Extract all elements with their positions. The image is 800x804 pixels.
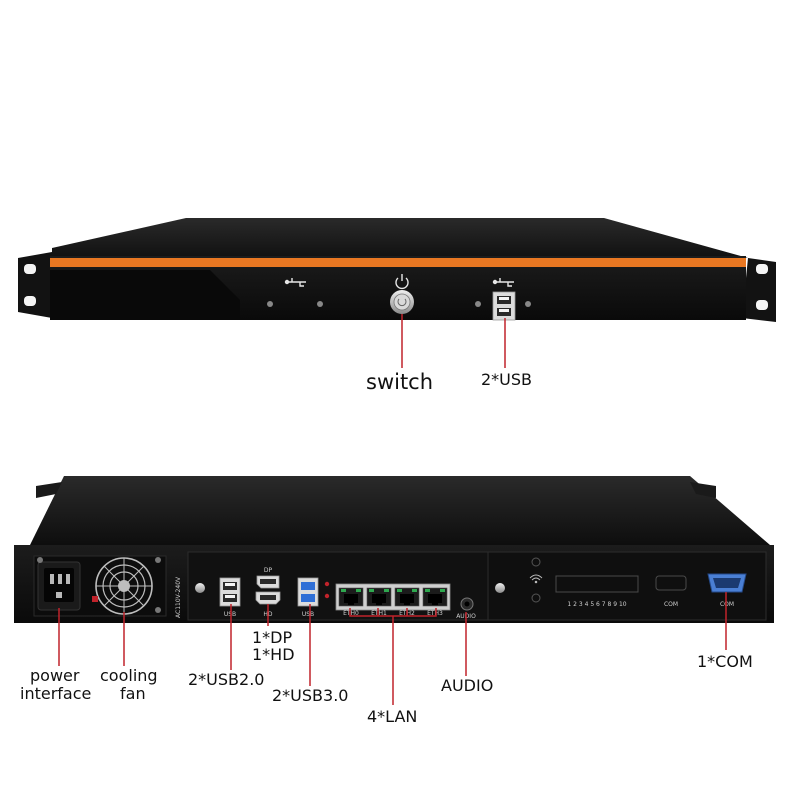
antenna-hole	[531, 593, 541, 603]
rear-callout-lines	[58, 592, 727, 705]
rear-usb2-port-stack[interactable]	[219, 577, 241, 607]
cooling-fan-grille	[92, 557, 153, 615]
front-left-bezel	[50, 270, 240, 320]
rear-usb3-port-stack[interactable]	[297, 577, 319, 607]
front-callout-lines	[401, 314, 506, 368]
rear-chassis: AC110V-240V USB DP HD USB	[14, 476, 774, 623]
blank-com-cutout	[655, 575, 687, 591]
usb-callout-label: 2*USB	[481, 370, 533, 389]
blank-com-print: COM	[664, 601, 678, 608]
rear-top-surface	[30, 476, 770, 545]
front-accent-stripe	[50, 258, 746, 267]
dp-port-print: DP	[264, 567, 273, 574]
ethernet-port-0[interactable]	[338, 587, 364, 607]
displayport-port[interactable]	[256, 575, 280, 589]
ethernet-port-3[interactable]	[422, 587, 448, 607]
rear-screw	[37, 557, 43, 563]
hdmi-port[interactable]	[255, 591, 281, 605]
front-ear-slot-left-bottom	[24, 296, 36, 306]
power-switch[interactable]	[390, 290, 414, 314]
eth-port-print: ETH3	[427, 610, 443, 617]
hd-callout-label: 1*HD	[252, 645, 295, 664]
ethernet-port-2[interactable]	[394, 587, 420, 607]
power-icon	[395, 274, 409, 290]
rear-rack-ear-right	[690, 482, 716, 498]
audio-jack[interactable]	[460, 597, 474, 611]
antenna-hole	[531, 557, 541, 567]
power-callout-label-line2: interface	[20, 684, 92, 703]
front-usb-port-stack[interactable]	[492, 291, 516, 321]
front-screw	[267, 301, 273, 307]
fan-callout-label-line2: fan	[120, 684, 146, 703]
power-inlet[interactable]	[37, 561, 81, 611]
front-screw	[317, 301, 323, 307]
io-shield-thumbscrew	[195, 583, 205, 593]
rear-screw	[155, 557, 161, 563]
dp-callout-label: 1*DP	[252, 628, 293, 647]
front-screw	[475, 301, 481, 307]
usb-icon	[284, 278, 306, 287]
usb2-port-print: USB	[224, 611, 236, 618]
com-port-print: COM	[720, 601, 734, 608]
front-ear-slot-right-bottom	[756, 300, 768, 310]
front-screw	[525, 301, 531, 307]
eth-port-print: ETH1	[371, 610, 387, 617]
rear-screw	[155, 607, 161, 613]
usb2-callout-label: 2*USB2.0	[188, 670, 265, 689]
ethernet-port-1[interactable]	[366, 587, 392, 607]
usb3-port-print: USB	[302, 611, 314, 618]
status-led	[324, 581, 330, 587]
gpio-pin-numbers: 1 2 3 4 5 6 7 8 9 10	[567, 601, 626, 608]
front-ear-slot-left-top	[24, 264, 36, 274]
front-rack-ear-left	[18, 252, 52, 318]
rear-rack-ear-left	[36, 482, 62, 498]
usb3-callout-label: 2*USB3.0	[272, 686, 349, 705]
status-led	[324, 593, 330, 599]
audio-callout-label: AUDIO	[441, 676, 494, 695]
fan-callout-label-line1: cooling	[100, 666, 158, 685]
switch-callout-label: switch	[366, 370, 434, 394]
psu-rating-print: AC110V-240V	[175, 576, 182, 618]
wifi-icon	[529, 574, 543, 584]
gpio-header-block[interactable]	[555, 575, 639, 593]
com-callout-label: 1*COM	[697, 652, 753, 671]
usb-icon	[492, 278, 514, 287]
front-top-surface	[52, 218, 748, 262]
eth-port-print: ETH0	[343, 610, 359, 617]
power-callout-label-line1: power	[30, 666, 80, 685]
front-ear-slot-right-top	[756, 264, 768, 274]
lan-callout-label: 4*LAN	[367, 707, 418, 726]
com-port[interactable]	[707, 573, 747, 593]
expansion-thumbscrew	[495, 583, 505, 593]
front-chassis	[18, 218, 776, 322]
